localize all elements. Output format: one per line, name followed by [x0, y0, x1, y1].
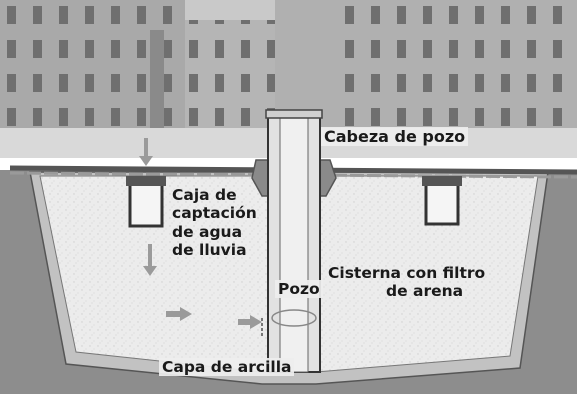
catchment-box-left	[126, 176, 166, 228]
cistern-label: Cisterna con filtro de arena	[328, 264, 486, 301]
well-head-label: Cabeza de pozo	[321, 127, 469, 147]
right-arrow-icon	[166, 307, 192, 321]
down-arrow-icon	[143, 244, 157, 276]
well-label: Pozo	[275, 280, 323, 298]
catchment-box-label: Caja de captación de agua de lluvia	[172, 186, 257, 259]
catchment-box-right	[422, 176, 462, 226]
right-arrow-icon	[238, 315, 262, 329]
well-shaft	[265, 109, 323, 373]
down-arrow-icon	[139, 138, 153, 166]
clay-layer-label: Capa de arcilla	[159, 358, 295, 376]
